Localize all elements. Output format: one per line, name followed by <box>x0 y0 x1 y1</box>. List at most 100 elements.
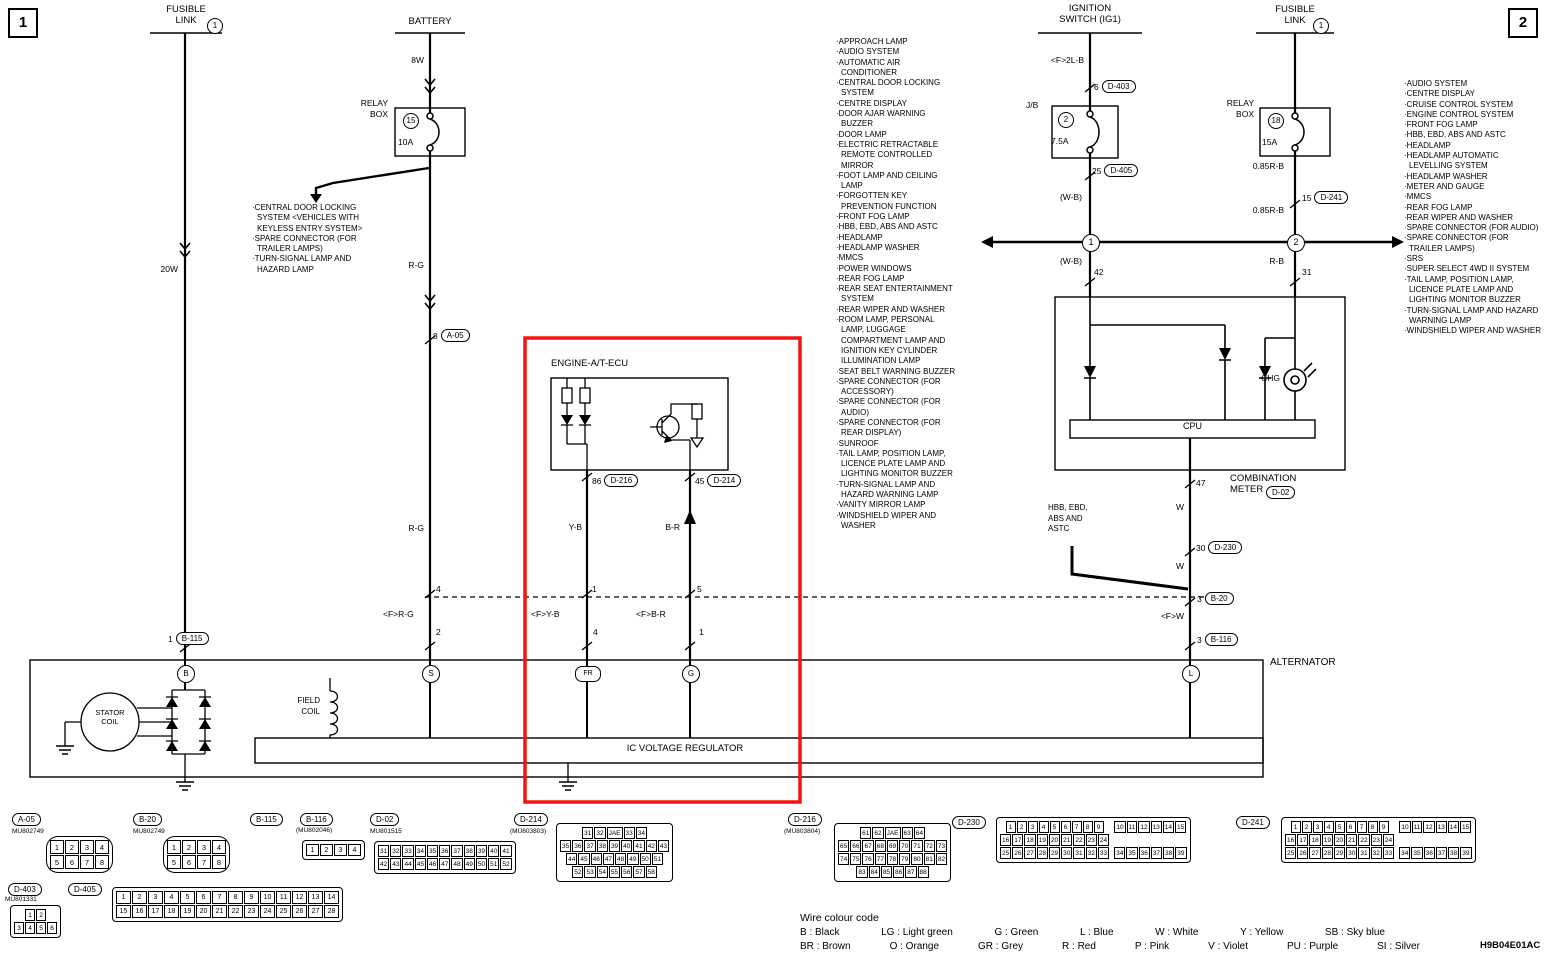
pin-ref-d230: 30 D-230 <box>1196 541 1243 554</box>
connector-part-d403: MU801331 <box>5 896 37 903</box>
component-boxes <box>29 105 1346 778</box>
inline-wire-rg: <F>R-G <box>383 609 414 619</box>
connector-badge-a05: A-05 <box>440 329 470 342</box>
tick-label-5: 5 <box>697 584 702 594</box>
combination-meter-label: COMBINATION METER <box>1230 473 1297 495</box>
pin-ref-d214: 45 D-214 <box>695 474 742 487</box>
pin-number-45: 45 <box>695 475 705 486</box>
rectifier-diode-bars <box>166 696 211 742</box>
relay-box-15-number: 15 <box>403 113 419 129</box>
terminal-s: S <box>422 665 440 683</box>
ecu-internals <box>561 378 705 470</box>
pin-number-42: 42 <box>1094 267 1104 277</box>
connector-part-b20: MU802749 <box>133 828 165 835</box>
inline-wire-yb: <F>Y-B <box>531 609 560 619</box>
connector-badge-d403: D-403 <box>1101 80 1136 93</box>
hbb-branch <box>1070 546 1189 591</box>
combination-meter-outline <box>1054 296 1346 471</box>
ignition-system-list: ·APPROACH LAMP·AUDIO SYSTEM·AUTOMATIC AI… <box>836 37 956 530</box>
connector-part-d216: (MU803804) <box>784 828 821 835</box>
terminal-g: G <box>682 665 700 683</box>
connector-label-d216: D-216 <box>788 813 822 826</box>
battery-branch-system-list: ·CENTRAL DOOR LOCKING SYSTEM <VEHICLES W… <box>252 203 363 274</box>
fusible-link-right-number: 1 <box>1313 18 1329 34</box>
terminal-fr: FR <box>575 666 601 682</box>
junction-2: 2 <box>1287 234 1305 252</box>
pin-number-15: 15 <box>1302 192 1312 203</box>
meter-internals <box>1089 297 1317 420</box>
connector-part-d214: (MU803803) <box>510 828 547 835</box>
meter-diodes <box>1084 348 1271 378</box>
connector-label-d405: D-405 <box>68 883 102 896</box>
pin-number-3a: 3 <box>1197 593 1202 604</box>
ignition-switch-label: IGNITION SWITCH (IG1) <box>1059 3 1121 25</box>
pin-number-30: 30 <box>1196 542 1206 553</box>
tick-label-4: 4 <box>436 584 441 594</box>
regulator-outline <box>254 737 1264 764</box>
highlight-box <box>523 336 802 804</box>
tick-label-2: 2 <box>436 627 441 637</box>
connector-label-d241: D-241 <box>1236 816 1270 829</box>
connector-badge-b115: B-115 <box>175 632 209 645</box>
inline-wire-w: <F>W <box>1160 611 1184 621</box>
connector-badge-d405: D-405 <box>1104 164 1139 177</box>
connector-badge-d214: D-214 <box>707 474 742 487</box>
pin-number-86: 86 <box>592 475 602 486</box>
wire-size-8w: 8W <box>411 55 424 65</box>
connector-badge-d230: D-230 <box>1208 541 1243 554</box>
relay-box-18-number: 18 <box>1268 113 1284 129</box>
tick-label-1b: 1 <box>699 627 704 637</box>
fusible-link-left-label: FUSIBLE LINK <box>166 4 206 26</box>
ground-symbols <box>56 745 577 791</box>
page-ref-left: 1 <box>8 8 38 38</box>
wire-chevrons <box>179 78 436 311</box>
fuse-rating-15a: 15A <box>1262 137 1278 147</box>
connector-badge-b116: B-116 <box>1204 633 1238 646</box>
pin-ref-b116: 3 B-116 <box>1197 633 1238 646</box>
wire-colour-rb-lower: 0.85R-B <box>1252 205 1284 215</box>
regulator-label: IC VOLTAGE REGULATOR <box>626 743 744 754</box>
junction-1: 1 <box>1082 234 1100 252</box>
wire-colour-rg-upper: R-G <box>408 260 424 270</box>
inline-wire-2lb: <F>2L-B <box>1050 55 1084 65</box>
bus-arrow-right <box>1392 236 1404 248</box>
connector-label-b20: B-20 <box>133 813 162 826</box>
branch-arrow <box>314 166 430 194</box>
fusible-link-left-number: 1 <box>207 18 223 34</box>
main-wires <box>183 33 1297 660</box>
ecu-diodes <box>561 415 672 443</box>
tick-label-1: 1 <box>592 584 597 594</box>
relay-box-15-outline <box>394 107 466 157</box>
pin-number-8: 8 <box>433 330 438 341</box>
colour-code-title: Wire colour code <box>800 912 879 924</box>
right-system-list: ·AUDIO SYSTEM·CENTRE DISPLAY·CRUISE CONT… <box>1404 79 1542 336</box>
tick-label-4b: 4 <box>593 627 598 637</box>
connector-label-b116: B-116 <box>300 813 333 826</box>
pin-ref-a05: 8 A-05 <box>433 329 470 342</box>
connector-label-a05: A-05 <box>12 813 41 826</box>
terminal-l: L <box>1182 665 1200 683</box>
cpu-label: CPU <box>1182 421 1202 431</box>
connector-label-d403: D-403 <box>8 883 42 896</box>
pin-number-31: 31 <box>1302 267 1312 277</box>
connector-label-d230: D-230 <box>952 816 986 829</box>
wire-size-20w: 20W <box>160 264 178 274</box>
branch-arrowhead <box>310 194 322 203</box>
pin-ref-b115: 1 B-115 <box>168 632 209 645</box>
wire-colour-rg-lower: R-G <box>408 523 424 533</box>
wire-colour-yb: Y-B <box>568 522 582 532</box>
wire-colour-wb-lower: (W-B) <box>1059 256 1082 266</box>
meter-diode-bars <box>1084 359 1271 379</box>
